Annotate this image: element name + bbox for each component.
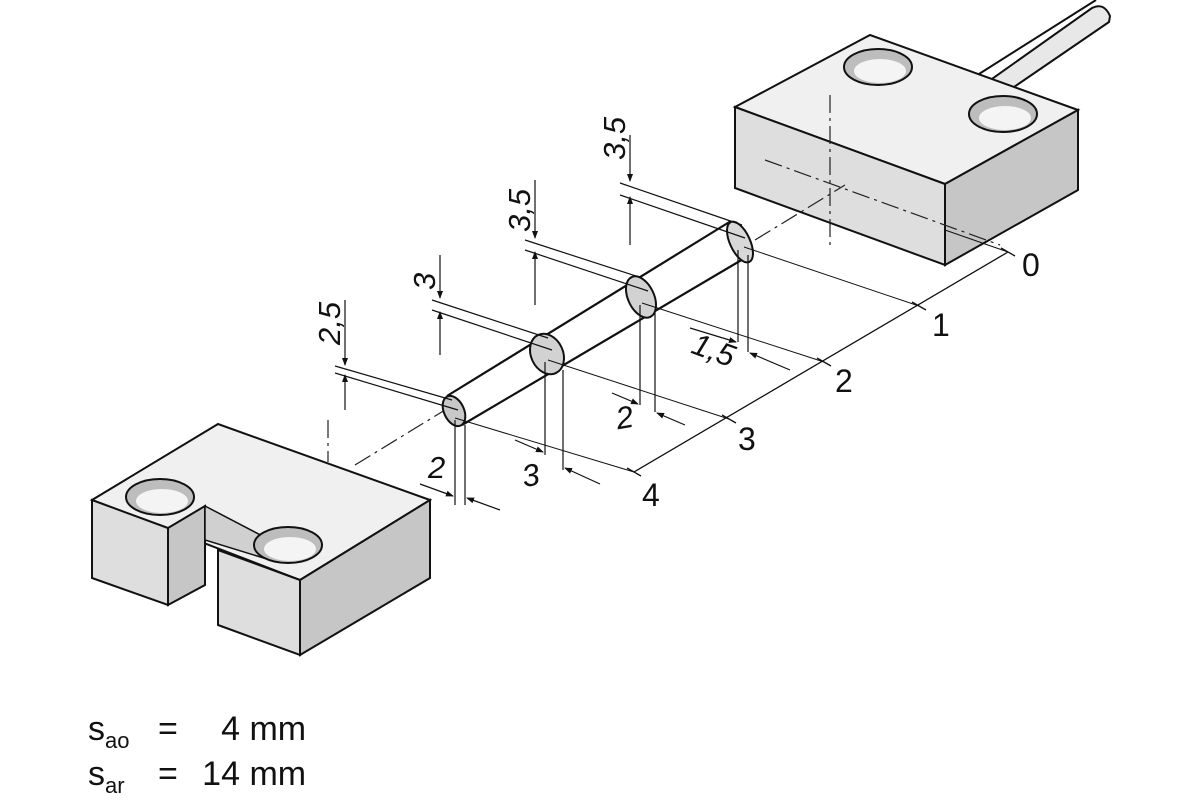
legend-value: 14 (202, 755, 240, 793)
legend-sao: sao = 4 mm (88, 712, 306, 752)
height-labels: 2,5 3 3,5 3,5 (312, 116, 632, 346)
height-label-3: 3 (407, 273, 442, 290)
height-label-3-5-a: 3,5 (502, 188, 537, 232)
legend-subscript: ar (105, 773, 125, 798)
width-label-1-5: 1,5 (687, 326, 740, 374)
height-dimensions (334, 135, 746, 411)
legend-unit: mm (249, 710, 307, 748)
width-label-2-a: 2 (427, 450, 445, 485)
width-label-3: 3 (519, 457, 542, 494)
width-labels: 2 3 2 1,5 (427, 326, 741, 494)
actuator-block (89, 409, 446, 657)
axis-label-0: 0 (1022, 247, 1040, 283)
height-label-2-5: 2,5 (312, 301, 347, 346)
axis-labels: 0 1 2 3 4 (642, 247, 1040, 513)
axis-label-3: 3 (738, 421, 756, 457)
width-dimensions (419, 250, 791, 511)
legend-equals: = (158, 710, 178, 748)
legend-value: 4 (221, 710, 240, 748)
legend-unit: mm (249, 755, 307, 793)
axis-label-2: 2 (835, 363, 853, 399)
center-axis (754, 184, 846, 241)
axis-label-4: 4 (642, 477, 660, 513)
legend-symbol: sar (88, 755, 125, 798)
sensor-block (732, 0, 1112, 267)
legend-equals: = (158, 755, 178, 793)
axis-label-1: 1 (932, 307, 950, 343)
legend-subscript: ao (105, 728, 130, 753)
legend-symbol: sao (88, 710, 130, 753)
width-label-2-b: 2 (612, 399, 636, 437)
response-zone (441, 220, 754, 428)
height-label-3-5-b: 3,5 (597, 116, 632, 160)
legend-sar: sar = 14 mm (88, 757, 306, 797)
